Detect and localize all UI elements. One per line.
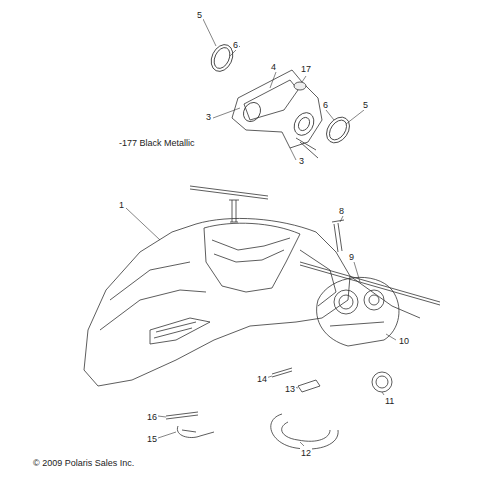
vent [150,318,210,344]
gauge-pod [317,277,399,346]
fastener [177,426,214,438]
callout-number: 13 [284,384,296,394]
screw [166,412,198,419]
callout-number: 14 [256,374,268,384]
rod [300,262,440,305]
callout-number: 1 [118,200,125,210]
callout-number: 17 [300,64,312,74]
callout-number: 6 [322,100,329,110]
windshield [204,223,300,292]
clip [298,380,320,392]
hose [271,414,338,449]
copyright-note: © 2009 Polaris Sales Inc. [32,458,135,468]
callout-number: 15 [146,434,158,444]
color-note: -177 Black Metallic [118,138,196,148]
callout-number: 5 [196,10,203,20]
callout-number: 6 [232,40,239,50]
seal-ring [322,113,354,147]
callout-number: 11 [384,396,395,406]
callout-number: 5 [362,100,369,110]
callout-number: 4 [270,62,277,72]
clip [272,368,292,377]
bolt [332,220,344,252]
callout-number: 8 [338,206,345,216]
callout-number: 3 [298,156,305,166]
hood-body [84,218,350,386]
callout-number: 16 [146,412,158,422]
callout-number: 9 [348,252,355,262]
rod [190,186,268,199]
emblem [294,82,306,90]
cap [372,372,392,392]
callout-number: 10 [398,336,410,346]
callout-number: 12 [300,448,312,458]
console-housing [232,70,322,148]
callout-number: 3 [205,112,212,122]
